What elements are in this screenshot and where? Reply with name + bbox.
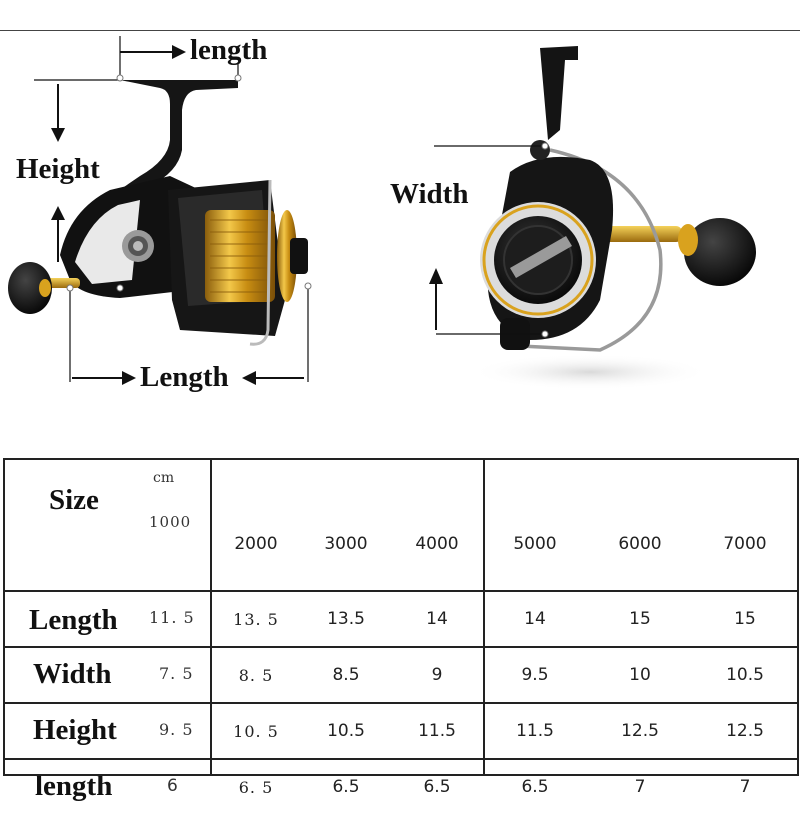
column-divider xyxy=(483,458,485,774)
table-cell: 10.5 xyxy=(301,702,391,759)
row-label: Height xyxy=(33,714,117,746)
table-row: Length 11. 5 13. 5 13.5 14 14 15 15 xyxy=(3,590,797,647)
table-cell: 8. 5 xyxy=(211,646,301,703)
table-cell: 12.5 xyxy=(587,702,693,759)
table-cell: 9.5 xyxy=(483,646,587,703)
table-cell: 6. 5 xyxy=(211,758,301,814)
row-label: length xyxy=(35,770,113,802)
table-cell: 11.5 xyxy=(483,702,587,759)
front-foot xyxy=(540,46,578,140)
reel-shadow xyxy=(470,354,710,390)
size-5000: 5000 xyxy=(513,534,557,554)
table-cell: 6.5 xyxy=(301,758,391,814)
spool-lip xyxy=(277,210,297,302)
dim-label-length-top: length xyxy=(190,34,268,66)
size-1000: 1000 xyxy=(149,513,192,531)
table-cell: 6.5 xyxy=(391,758,483,814)
table-cell: 9. 5 xyxy=(159,720,194,739)
size-label: Size xyxy=(49,484,99,516)
table-row: Height 9. 5 10. 5 10.5 11.5 11.5 12.5 12… xyxy=(3,702,797,759)
table-cell: 14 xyxy=(483,590,587,647)
front-handle-arm xyxy=(600,226,682,242)
unit-label: cm xyxy=(153,470,175,486)
drag-lever xyxy=(510,236,572,278)
size-2000: 2000 xyxy=(234,534,278,554)
table-cell: 13. 5 xyxy=(211,590,301,647)
front-dimensions xyxy=(429,145,545,335)
size-3000: 3000 xyxy=(324,534,368,554)
row-label: Length xyxy=(29,604,118,636)
bail-wire xyxy=(249,179,272,346)
dim-label-width: Width xyxy=(390,178,469,210)
table-cell: 11. 5 xyxy=(149,608,195,627)
table-cell: 8.5 xyxy=(301,646,391,703)
reel-body-highlight xyxy=(75,200,140,284)
table-cell: 6.5 xyxy=(483,758,587,814)
table-cell: 7 xyxy=(587,758,693,814)
table-cell: 13.5 xyxy=(301,590,391,647)
size-7000: 7000 xyxy=(723,534,767,554)
table-cell: 14 xyxy=(391,590,483,647)
reel-foot xyxy=(105,80,238,210)
table-cell: 12.5 xyxy=(693,702,797,759)
table-cell: 15 xyxy=(693,590,797,647)
table-cell: 7 xyxy=(693,758,797,814)
size-4000: 4000 xyxy=(415,534,459,554)
measure-dots xyxy=(66,74,312,292)
size-header-cell: Size cm 1000 xyxy=(3,458,211,591)
row-label: Width xyxy=(33,658,112,690)
table-cell: 10 xyxy=(587,646,693,703)
reel-diagram xyxy=(8,36,756,390)
side-view-reel xyxy=(8,80,308,346)
table-header-row: Size cm 1000 2000 3000 4000 5000 6000 70… xyxy=(3,458,797,591)
handle-knob xyxy=(8,262,52,314)
table-cell: 6 xyxy=(167,776,178,796)
table-cell: 15 xyxy=(587,590,693,647)
table-row: Width 7. 5 8. 5 8.5 9 9.5 10 10.5 xyxy=(3,646,797,703)
table-cell: 11.5 xyxy=(391,702,483,759)
row-cell-first: Height 9. 5 xyxy=(3,702,211,759)
front-view-reel xyxy=(470,46,756,390)
dim-label-length-bottom: Length xyxy=(140,361,229,393)
table-cell: 9 xyxy=(391,646,483,703)
table-cell: 7. 5 xyxy=(159,664,194,683)
table-cell: 10.5 xyxy=(693,646,797,703)
table-row: length 6 6. 5 6.5 6.5 6.5 7 7 xyxy=(3,758,797,814)
table-cell: 10. 5 xyxy=(211,702,301,759)
row-cell-first: length 6 xyxy=(3,758,211,814)
row-cell-first: Length 11. 5 xyxy=(3,590,211,647)
row-cell-first: Width 7. 5 xyxy=(3,646,211,703)
front-handle-knob xyxy=(684,218,756,286)
reel-illustration-area: length Height Length Width xyxy=(8,34,756,393)
column-divider xyxy=(210,458,212,774)
dim-label-height: Height xyxy=(16,153,100,185)
size-6000: 6000 xyxy=(618,534,662,554)
drag-knob xyxy=(290,238,308,274)
top-divider xyxy=(0,30,800,31)
size-spec-table: Size cm 1000 2000 3000 4000 5000 6000 70… xyxy=(3,458,797,814)
side-dimensions xyxy=(34,36,309,385)
